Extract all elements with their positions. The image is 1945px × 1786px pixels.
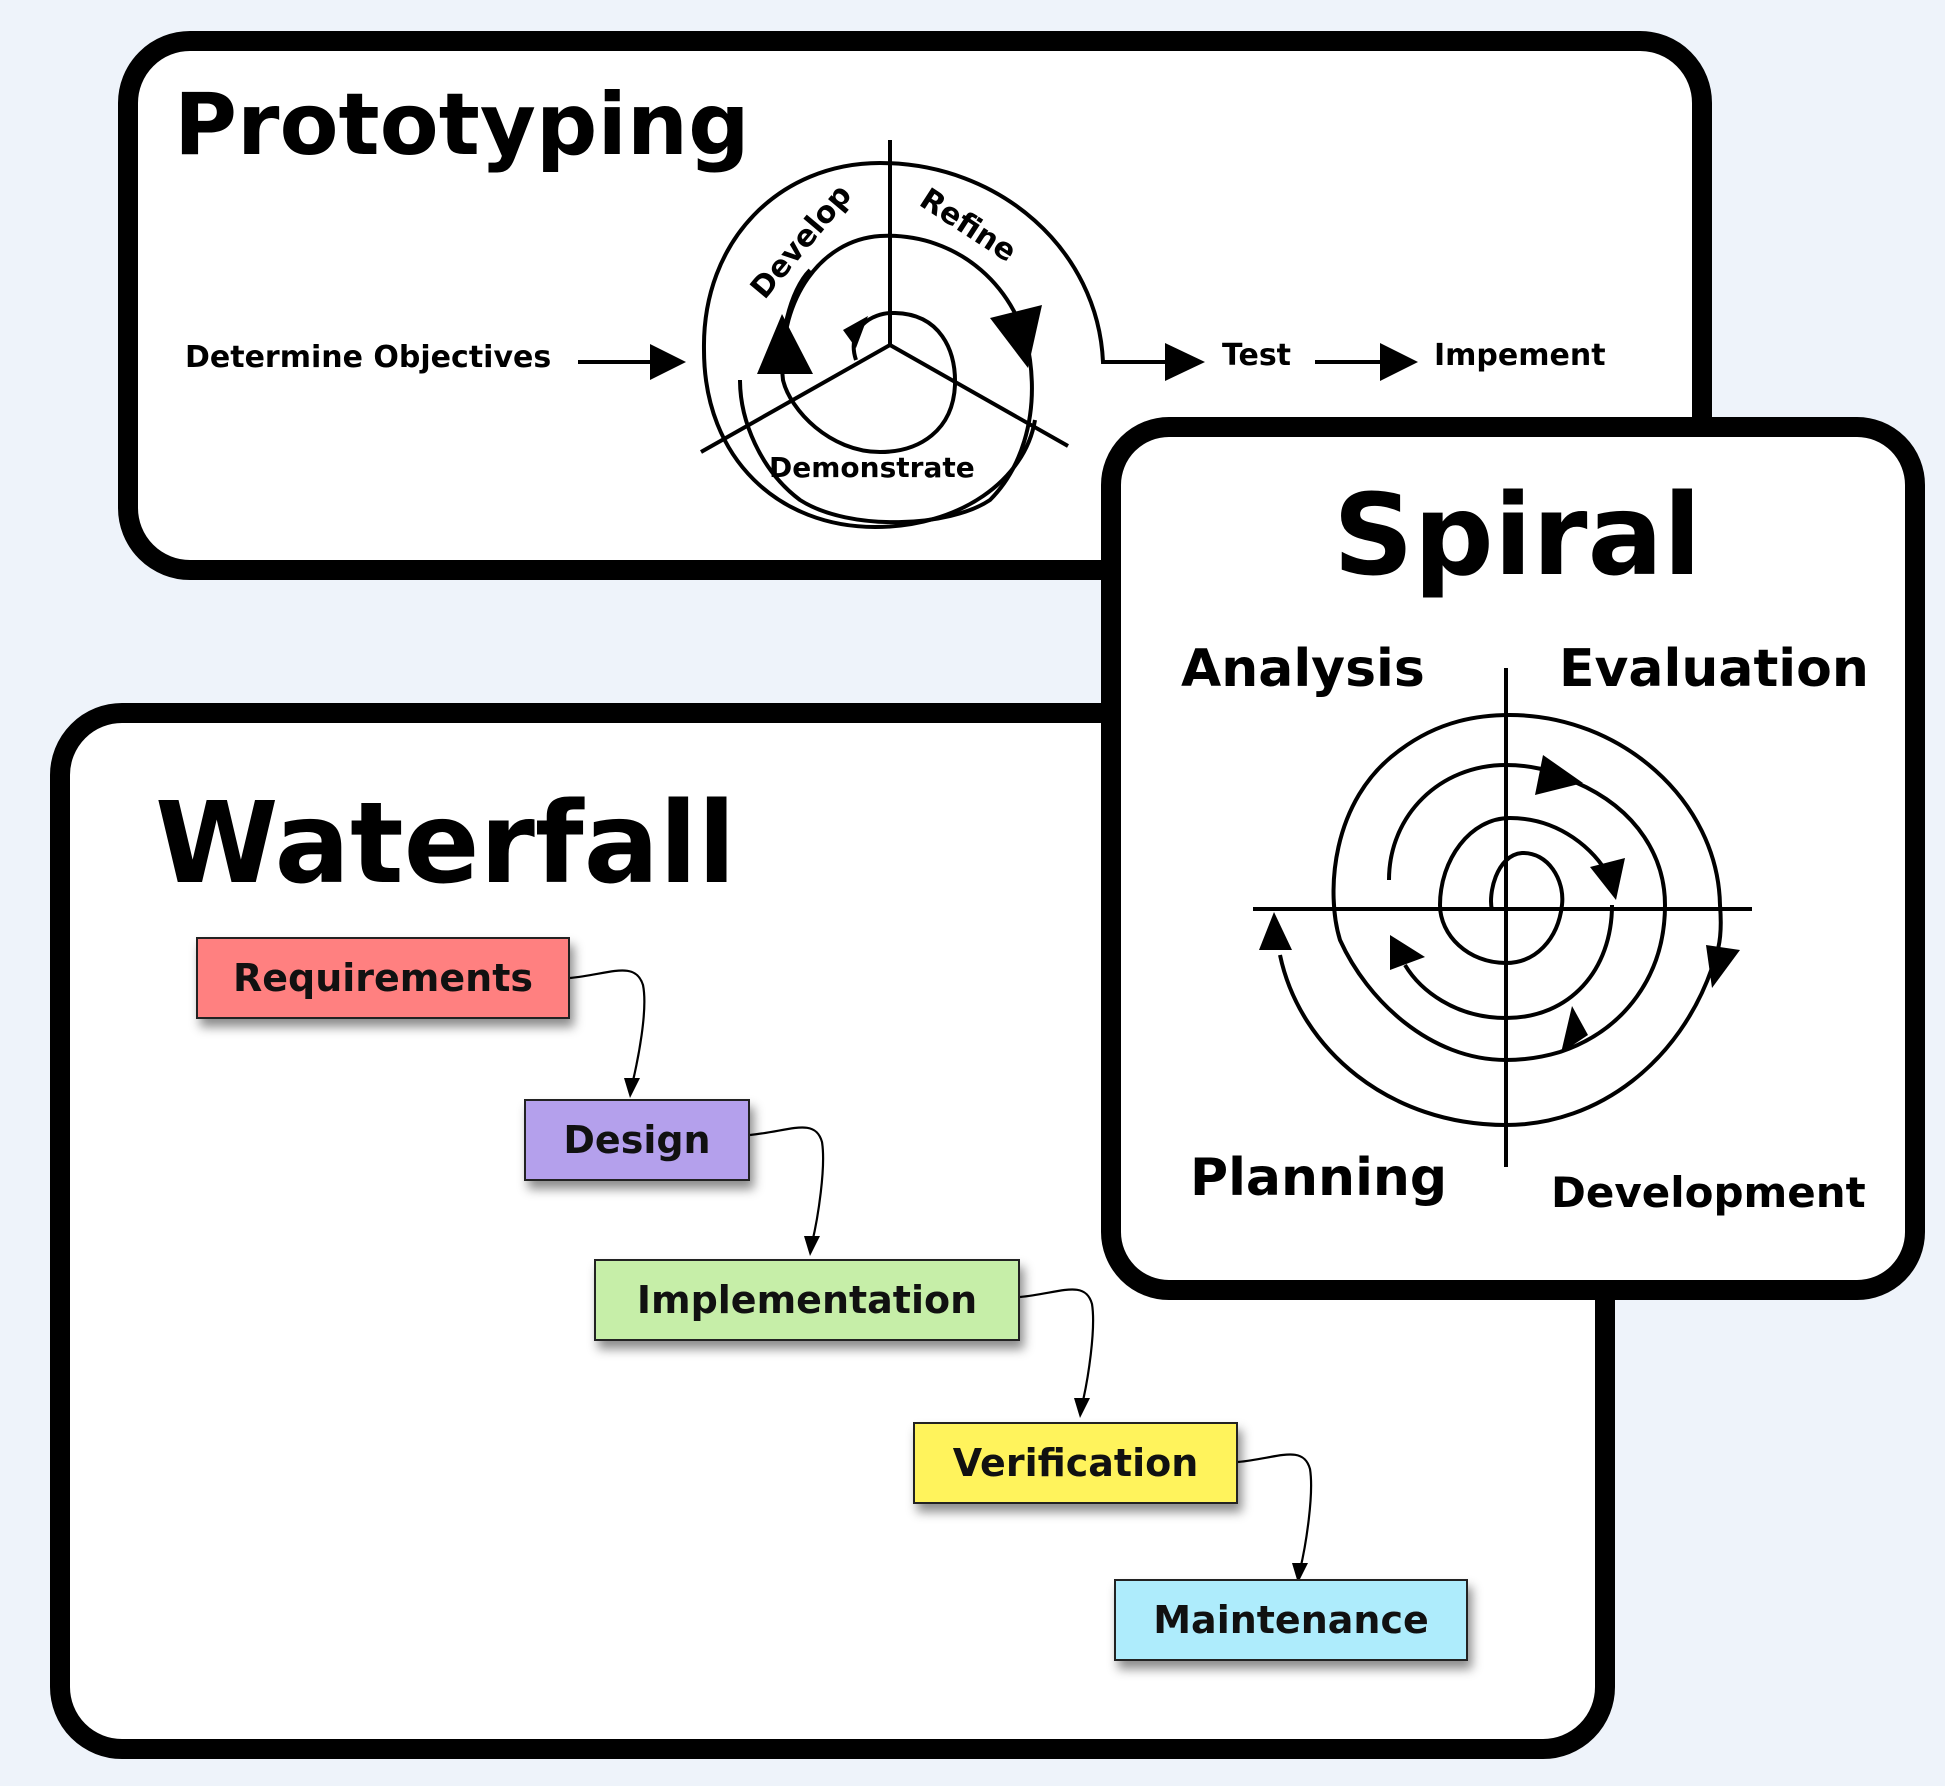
test-label: Test (1222, 338, 1292, 373)
refine-arrowhead (990, 305, 1042, 368)
implement-label: Impement (1434, 338, 1606, 373)
spiral-title: Spiral (1333, 471, 1702, 601)
connector-verification-maintenance (1237, 1453, 1313, 1571)
demonstrate-label: Demonstrate (769, 451, 975, 484)
spiral-arrowhead-6 (1259, 912, 1292, 950)
quadrant-development-label: Development (1551, 1168, 1866, 1217)
prototyping-panel (118, 31, 1712, 580)
spiral-arrowhead-5 (1706, 945, 1740, 988)
step-label: Design (563, 1118, 711, 1162)
spiral-arrowhead-2 (1535, 755, 1583, 795)
maintenance-arrowhead (1292, 1563, 1308, 1583)
waterfall-step-implementation: Implementation (594, 1259, 1020, 1341)
waterfall-title: Waterfall (155, 779, 736, 909)
determine-objectives-label: Determine Objectives (185, 340, 552, 375)
objectives-arrowhead (650, 344, 686, 380)
step-label: Implementation (636, 1278, 978, 1322)
quadrant-evaluation-label: Evaluation (1559, 639, 1869, 699)
connector-requirements-design (569, 969, 646, 1086)
test-arrowhead (1165, 343, 1205, 381)
prototyping-title: Prototyping (174, 75, 750, 175)
waterfall-step-requirements: Requirements (196, 937, 570, 1019)
connector-implementation-verification (1019, 1288, 1095, 1406)
radial-line-left (700, 343, 891, 454)
waterfall-step-design: Design (524, 1099, 750, 1181)
step-label: Requirements (232, 956, 534, 1000)
step-label: Maintenance (1153, 1598, 1429, 1642)
connector-design-implementation (749, 1126, 825, 1244)
quadrant-analysis-label: Analysis (1181, 639, 1425, 699)
waterfall-step-verification: Verification (913, 1422, 1238, 1504)
spiral-curve (1278, 712, 1723, 1128)
implementation-arrowhead (804, 1236, 820, 1256)
verification-arrowhead (1074, 1398, 1090, 1418)
quadrant-planning-label: Planning (1190, 1148, 1448, 1208)
inner-arrowhead (843, 316, 868, 348)
design-arrowhead (624, 1078, 640, 1098)
waterfall-step-maintenance: Maintenance (1114, 1579, 1468, 1661)
spiral-arrowhead-4 (1561, 1006, 1588, 1053)
implement-arrowhead (1380, 343, 1418, 381)
outer-loop (701, 160, 1170, 364)
develop-arrowhead (757, 314, 813, 374)
middle-loop (738, 233, 1034, 525)
radial-line-right (889, 343, 1069, 448)
spiral-arrowhead-1 (1590, 858, 1625, 900)
spiral-arrowhead-3 (1390, 935, 1425, 970)
step-label: Verification (952, 1441, 1199, 1485)
spiral-panel (1101, 417, 1925, 1300)
outer-loop-bottom (702, 349, 1037, 530)
